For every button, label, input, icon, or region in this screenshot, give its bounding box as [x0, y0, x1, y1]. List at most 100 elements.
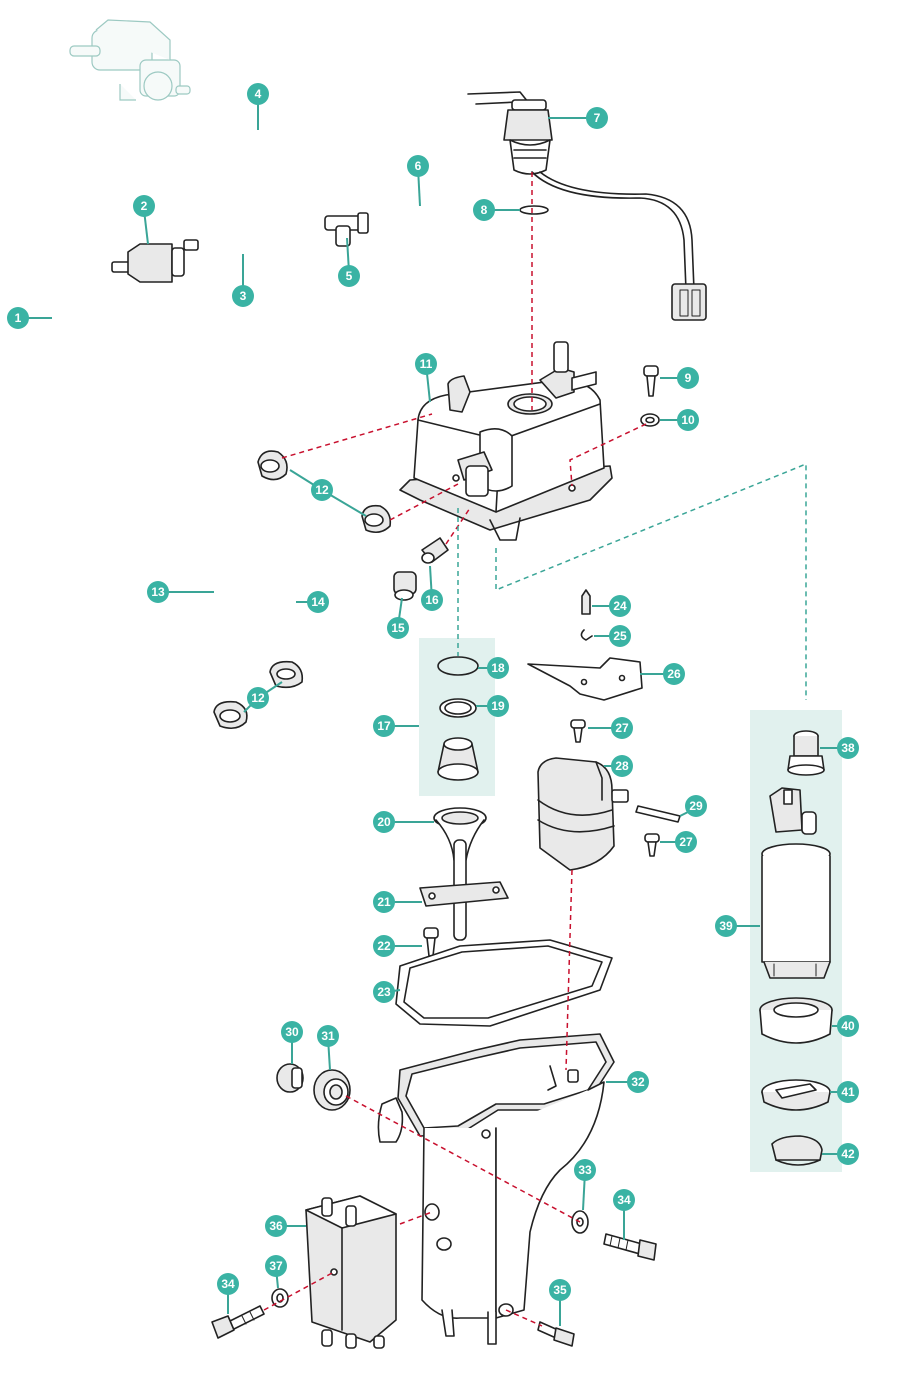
- washer-37: [271, 1288, 289, 1308]
- bracket-26: [527, 657, 643, 701]
- svg-text:21: 21: [377, 895, 391, 909]
- screw-27a: [570, 719, 586, 743]
- callout-30: 30: [281, 1021, 303, 1043]
- svg-text:37: 37: [269, 1259, 283, 1273]
- callout-24: 24: [609, 595, 631, 617]
- callout-9: 9: [677, 367, 699, 389]
- hose-clamp-12b: [361, 504, 392, 534]
- svg-text:12: 12: [315, 483, 329, 497]
- hose-13: [213, 479, 253, 697]
- svg-text:6: 6: [415, 159, 422, 173]
- callout-7: 7: [586, 107, 608, 129]
- pin-24: [581, 589, 591, 615]
- svg-text:8: 8: [481, 203, 488, 217]
- svg-text:32: 32: [631, 1075, 645, 1089]
- callout-5: 5: [338, 265, 360, 287]
- screw-22: [423, 927, 439, 957]
- hose-1: [12, 274, 98, 448]
- callout-16: 16: [421, 589, 443, 611]
- hose-clamp-12d: [213, 700, 248, 730]
- callout-40: 40: [837, 1015, 859, 1037]
- callout-27b: 27: [675, 831, 697, 853]
- callout-13: 13: [147, 581, 169, 603]
- callout-35: 35: [549, 1279, 571, 1301]
- svg-text:34: 34: [221, 1277, 235, 1291]
- valve-17: [437, 737, 479, 781]
- svg-text:40: 40: [841, 1019, 855, 1033]
- svg-text:22: 22: [377, 939, 391, 953]
- callout-25: 25: [609, 625, 631, 647]
- svg-text:36: 36: [269, 1219, 283, 1233]
- rod-29: [635, 805, 681, 823]
- svg-text:2: 2: [141, 199, 148, 213]
- callout-28: 28: [611, 755, 633, 777]
- svg-text:19: 19: [491, 699, 505, 713]
- callout-29: 29: [685, 795, 707, 817]
- callout-1: 1: [7, 307, 29, 329]
- pump-seat-41: [761, 1079, 831, 1111]
- clip-25: [580, 629, 593, 641]
- hose-6: [378, 205, 606, 327]
- svg-text:11: 11: [420, 357, 433, 371]
- red-dash-pump-tank: [565, 869, 573, 1071]
- svg-text:27: 27: [615, 721, 629, 735]
- cap-15: [393, 571, 417, 601]
- callout-17: 17: [373, 715, 395, 737]
- tank-cover: [399, 341, 613, 541]
- callout-31: 31: [317, 1025, 339, 1047]
- module-36: [305, 1195, 397, 1349]
- callout-20: 20: [373, 811, 395, 833]
- callout-6: 6: [407, 155, 429, 177]
- callout-38: 38: [837, 737, 859, 759]
- svg-text:31: 31: [321, 1029, 335, 1043]
- callout-39: 39: [715, 915, 737, 937]
- svg-text:33: 33: [578, 1163, 592, 1177]
- svg-text:27: 27: [679, 835, 693, 849]
- callout-41: 41: [837, 1081, 859, 1103]
- svg-text:35: 35: [553, 1283, 567, 1297]
- svg-text:17: 17: [377, 719, 391, 733]
- svg-text:23: 23: [377, 985, 391, 999]
- svg-text:28: 28: [615, 759, 629, 773]
- hose-3: [193, 223, 317, 252]
- svg-text:42: 42: [841, 1147, 855, 1161]
- connector-38: [787, 730, 825, 776]
- callout-22: 22: [373, 935, 395, 957]
- svg-text:10: 10: [681, 413, 695, 427]
- callout-33: 33: [574, 1159, 596, 1181]
- hose-4: [191, 93, 325, 217]
- svg-text:24: 24: [613, 599, 627, 613]
- callout-8: 8: [473, 199, 495, 221]
- callout-3: 3: [232, 285, 254, 307]
- callout-11: 11: [415, 353, 437, 375]
- callout-21: 21: [373, 891, 395, 913]
- callout-27a: 27: [611, 717, 633, 739]
- strainer-42: [771, 1135, 823, 1166]
- hose-clamp-12a: [257, 450, 288, 481]
- callout-10: 10: [677, 409, 699, 431]
- vapor-valve-ghost: [69, 19, 191, 101]
- svg-text:30: 30: [285, 1025, 299, 1039]
- grommet-31: [313, 1069, 351, 1111]
- pump-holder-40: [759, 997, 833, 1044]
- o-ring-18: [437, 656, 479, 676]
- callout-14: 14: [307, 591, 329, 613]
- callout-26: 26: [663, 663, 685, 685]
- callout-19: 19: [487, 695, 509, 717]
- bolt-34a: [603, 1233, 657, 1261]
- svg-text:38: 38: [841, 741, 855, 755]
- callout-12a: 12: [311, 479, 333, 501]
- inline-filter: [111, 239, 199, 283]
- screw-27b: [644, 833, 660, 857]
- screw-9: [643, 365, 659, 397]
- plug-30: [276, 1063, 304, 1093]
- o-ring-8: [519, 205, 549, 215]
- red-dash-washer-cover: [569, 423, 647, 487]
- fitting-16: [421, 537, 449, 564]
- svg-text:29: 29: [689, 799, 703, 813]
- svg-text:7: 7: [594, 111, 601, 125]
- svg-text:25: 25: [613, 629, 627, 643]
- red-dash-clamp-cover: [281, 413, 433, 459]
- hose-14: [276, 531, 359, 649]
